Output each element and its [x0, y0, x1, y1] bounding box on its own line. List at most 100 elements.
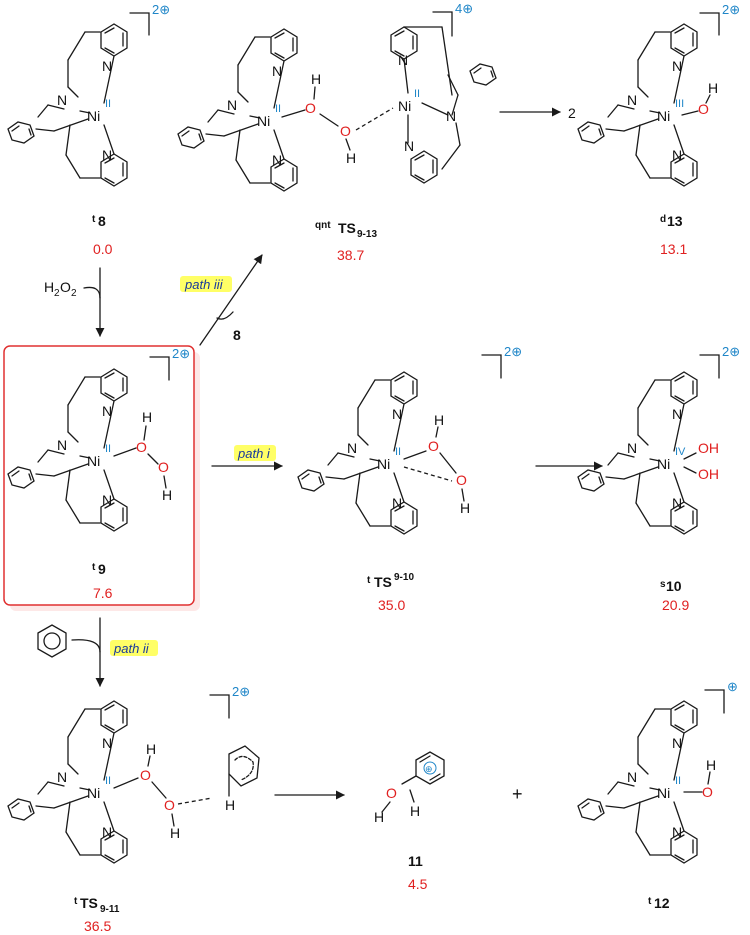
- atom-label: 2: [54, 288, 60, 299]
- atom-label: H: [706, 757, 716, 773]
- atom-label: N: [672, 58, 682, 74]
- label-path-iii: path iii: [184, 277, 224, 292]
- label-ts911: TS: [80, 895, 98, 911]
- atom-label: N: [102, 492, 112, 508]
- bracket-ts913: [432, 11, 453, 37]
- label-sup-d13: d: [660, 214, 666, 225]
- curve-8-reagent: [216, 311, 234, 320]
- atom-label: N: [102, 403, 112, 419]
- atom-label: N: [272, 152, 282, 168]
- complex-ts913-right: Ni II N N N: [390, 26, 497, 184]
- ox-state: II: [105, 98, 111, 110]
- bracket-s10: [699, 354, 720, 379]
- atom-label: II: [395, 446, 401, 458]
- atom-label: H: [146, 741, 156, 757]
- curve-benzene: [71, 639, 101, 653]
- atom-label: H: [410, 803, 420, 819]
- complex-t9: N Ni II N N O H O H: [8, 369, 172, 531]
- atom-label: O: [698, 101, 709, 117]
- atom-label: H: [311, 71, 321, 87]
- atom-label: O: [340, 123, 351, 139]
- charge-ts913: 4⊕: [455, 1, 473, 16]
- atom-label: 2: [71, 288, 77, 299]
- bracket-t8: [129, 12, 150, 36]
- atom-label: Ni: [87, 453, 100, 469]
- atom-label: O: [428, 438, 439, 454]
- atom-label: N: [672, 735, 682, 751]
- atom-label: H: [225, 797, 235, 813]
- complex-d13: N Ni III N N O H: [578, 24, 718, 186]
- atom-label: N: [347, 440, 357, 456]
- atom-label: N: [392, 406, 402, 422]
- atom-label: H: [434, 412, 444, 428]
- atom-label: II: [105, 775, 111, 787]
- highlight-path-iii: [180, 276, 232, 292]
- label-sub-ts910: 9-10: [394, 572, 414, 583]
- charge-t9: 2⊕: [172, 346, 190, 361]
- amine-n: N: [57, 92, 67, 108]
- compound-11: ⊕ O H H: [374, 751, 445, 825]
- complex-ts911: N Ni II N N O H O H: [8, 701, 213, 863]
- highlight-path-i: [234, 445, 276, 461]
- atom-label: OH: [698, 466, 719, 482]
- label-sup-ts910: t: [367, 575, 371, 586]
- atom-label: H: [44, 279, 54, 295]
- complex-t8: N Ni II N N: [8, 24, 127, 186]
- atom-label: O: [702, 784, 713, 800]
- atom-label: H: [142, 409, 152, 425]
- py-n-top: N: [102, 58, 112, 74]
- atom-label: H: [460, 500, 470, 516]
- atom-label: H: [374, 809, 384, 825]
- atom-label: Ni: [657, 456, 670, 472]
- bracket-ts911: [209, 694, 230, 719]
- charge-t8: 2⊕: [152, 2, 170, 17]
- atom-label: N: [672, 406, 682, 422]
- atom-label: N: [446, 108, 456, 124]
- atom-label: O: [456, 472, 467, 488]
- label-sup-t9: t: [92, 562, 96, 573]
- energy-d13: 13.1: [660, 241, 687, 257]
- atom-label: N: [272, 63, 282, 79]
- label-sup-t12: t: [648, 896, 652, 907]
- atom-label: N: [392, 495, 402, 511]
- bracket-t9: [149, 356, 170, 381]
- atom-label: N: [102, 824, 112, 840]
- benzene-reagent: [37, 624, 67, 658]
- label-ts913: TS: [338, 220, 356, 236]
- charge-s10: 2⊕: [722, 344, 740, 359]
- label-t12: 12: [654, 895, 670, 911]
- reagent-8: 8: [233, 327, 241, 343]
- bracket-d13: [699, 12, 720, 36]
- atom-label: N: [404, 138, 414, 154]
- charge-d13: 2⊕: [722, 2, 740, 17]
- label-11: 11: [408, 853, 423, 869]
- benzene-ts911: H: [225, 745, 260, 813]
- label-t9: 9: [98, 561, 106, 577]
- atom-label: Ni: [87, 785, 100, 801]
- atom-label: N: [57, 769, 67, 785]
- atom-label: ⊕: [425, 764, 433, 774]
- atom-label: Ni: [657, 108, 670, 124]
- atom-label: Ni: [257, 113, 270, 129]
- charge-ts910: 2⊕: [504, 344, 522, 359]
- atom-label: II: [275, 103, 281, 115]
- atom-label: IV: [675, 446, 686, 458]
- plus-sign: +: [512, 784, 523, 804]
- energy-ts913: 38.7: [337, 247, 364, 263]
- ni-atom: Ni: [87, 108, 100, 124]
- atom-label: N: [627, 92, 637, 108]
- atom-label: O: [386, 785, 397, 801]
- atom-label: N: [627, 440, 637, 456]
- label-d13: 13: [667, 213, 683, 229]
- complex-ts910: N Ni II N N O H O H: [298, 372, 470, 534]
- label-t8: 8: [98, 213, 106, 229]
- atom-label: O: [164, 797, 175, 813]
- complex-s10: N Ni IV N N OH OH: [578, 372, 719, 534]
- atom-label: N: [398, 52, 408, 68]
- label-sub-ts913: 9-13: [357, 229, 377, 240]
- atom-label: Ni: [657, 785, 670, 801]
- charge-t12: ⊕: [727, 679, 738, 694]
- coefficient-two: 2: [568, 105, 576, 121]
- py-n-bottom: N: [102, 147, 112, 163]
